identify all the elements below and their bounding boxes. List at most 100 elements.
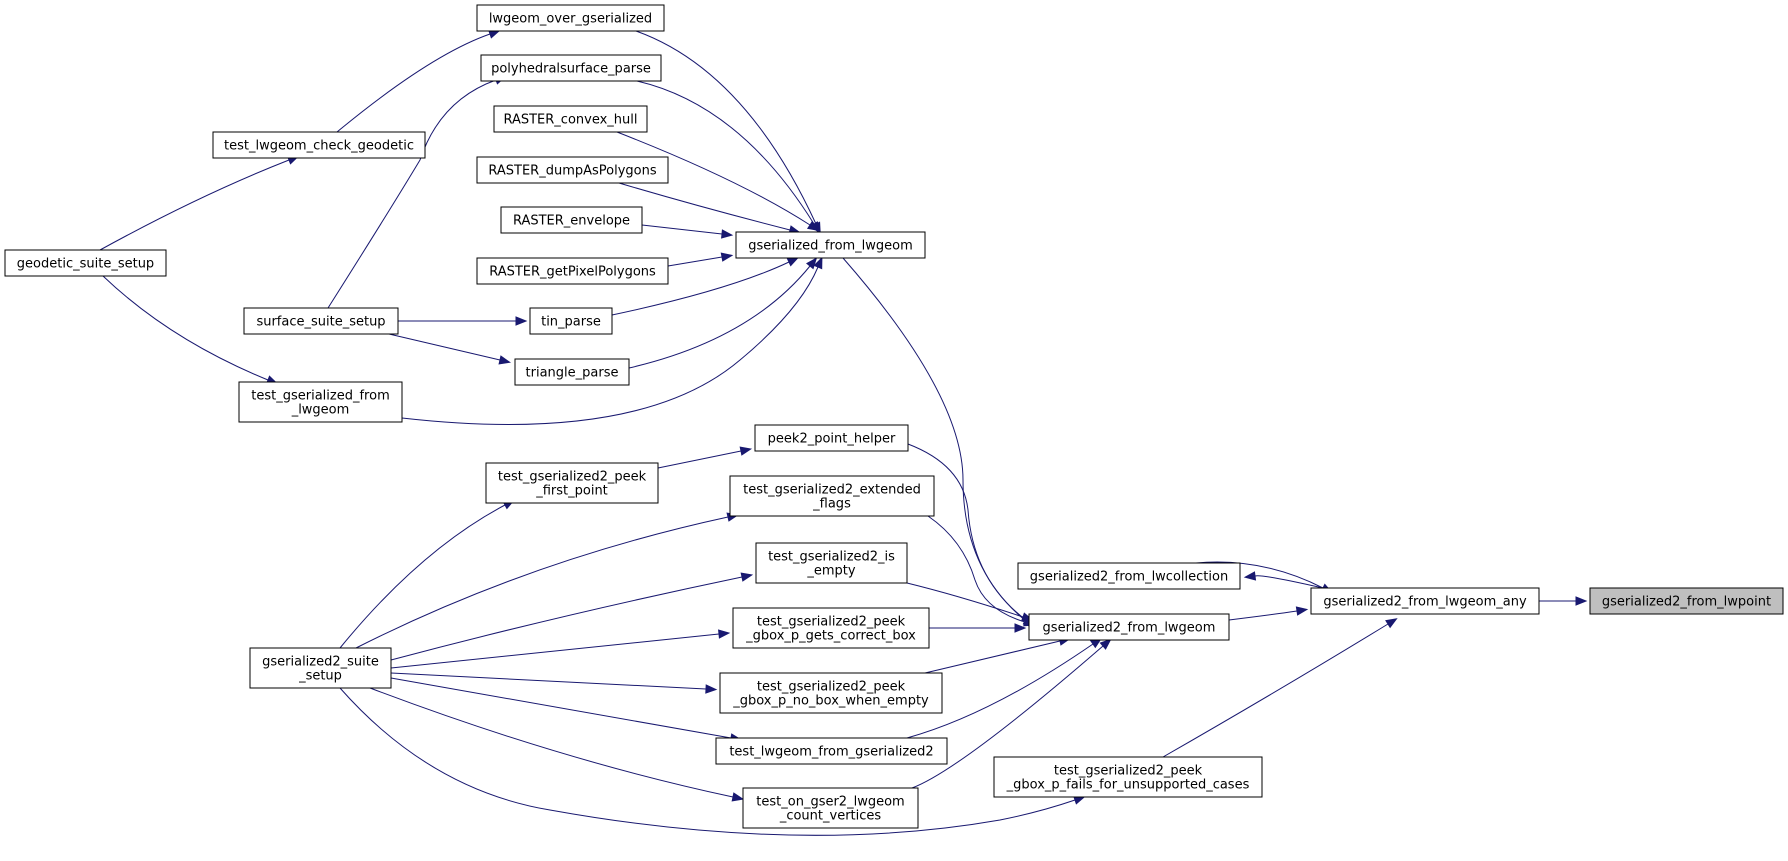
- node-surface[interactable]: surface_suite_setup: [243, 307, 399, 335]
- node-ext[interactable]: test_gserialized2_extended_flags: [729, 475, 935, 517]
- edge-pix-to-gfrom: [667, 252, 734, 267]
- node-label: peek2_point_helper: [768, 432, 896, 447]
- edge-line: [369, 687, 734, 798]
- node-box: [742, 787, 919, 829]
- edge-line: [635, 30, 817, 225]
- edge-line: [924, 640, 1061, 674]
- arrowhead: [1295, 606, 1309, 616]
- edge-line: [401, 266, 819, 425]
- node-correct[interactable]: test_gserialized2_peek_gbox_p_gets_corre…: [732, 607, 930, 649]
- node-label: test_lwgeom_from_gserialized2: [729, 745, 933, 760]
- graph-nodes: gserialized2_from_lwpoint gserialized2_fr…: [4, 4, 1784, 829]
- arrowhead: [806, 220, 820, 232]
- node-any[interactable]: gserialized2_from_lwgeom_any: [1310, 587, 1540, 615]
- node-lwfromg[interactable]: test_lwgeom_from_gserialized2: [715, 737, 948, 765]
- edge-check-to-over: [336, 29, 501, 133]
- edge-g2suite-to-firstpt: [339, 499, 515, 649]
- node-env[interactable]: RASTER_envelope: [500, 206, 643, 234]
- node-geodetic[interactable]: geodetic_suite_setup: [4, 249, 167, 277]
- edge-line: [641, 224, 723, 235]
- node-box: [1589, 587, 1784, 615]
- arrowhead: [720, 252, 734, 262]
- node-label: test_gserialized2_is: [768, 550, 895, 565]
- edge-nobox-to-g2from: [924, 636, 1072, 674]
- node-box: [1028, 613, 1230, 641]
- node-label: test_gserialized2_peek: [1054, 764, 1203, 779]
- node-poly[interactable]: polyhedralsurface_parse: [480, 54, 662, 82]
- arrowhead: [740, 572, 754, 582]
- edge-line: [906, 582, 1024, 618]
- edge-line: [636, 80, 815, 225]
- node-box: [476, 4, 665, 32]
- node-label: _count_vertices: [779, 809, 882, 824]
- edge-g2from-to-any: [1228, 606, 1309, 621]
- node-box: [480, 54, 662, 82]
- node-box: [735, 231, 926, 259]
- node-lwpoint[interactable]: gserialized2_from_lwpoint: [1589, 587, 1784, 615]
- node-gfrom[interactable]: gserialized_from_lwgeom: [735, 231, 926, 259]
- node-tri[interactable]: triangle_parse: [514, 358, 630, 386]
- node-box: [719, 672, 943, 714]
- node-peek2[interactable]: peek2_point_helper: [754, 424, 909, 452]
- node-dump[interactable]: RASTER_dumpAsPolygons: [476, 156, 669, 184]
- arrowhead: [786, 257, 800, 267]
- node-label: gserialized2_suite: [262, 655, 379, 670]
- arrowhead: [515, 316, 528, 326]
- edge-surface-to-tin: [398, 316, 528, 326]
- edge-line: [102, 275, 269, 381]
- node-over[interactable]: lwgeom_over_gserialized: [476, 4, 665, 32]
- edge-line: [388, 333, 501, 361]
- node-box: [476, 257, 669, 285]
- node-label: _first_point: [535, 484, 608, 499]
- node-label: gserialized2_from_lwcollection: [1030, 570, 1228, 585]
- node-label: _gbox_p_gets_correct_box: [745, 629, 916, 644]
- node-isempty[interactable]: test_gserialized2_is_empty: [755, 542, 908, 584]
- edge-line: [390, 633, 720, 669]
- node-check[interactable]: test_lwgeom_check_geodetic: [212, 131, 426, 159]
- edge-line: [657, 450, 742, 469]
- edge-line: [339, 504, 506, 649]
- arrowhead: [718, 629, 731, 639]
- graph-edges: [99, 29, 1588, 836]
- node-label: RASTER_getPixelPolygons: [489, 265, 656, 280]
- arrowhead: [813, 256, 823, 270]
- node-tin[interactable]: tin_parse: [529, 307, 613, 335]
- edge-tri-to-gfrom: [628, 257, 818, 369]
- edge-line: [390, 576, 743, 661]
- arrowhead: [1385, 618, 1398, 629]
- edge-line: [1195, 561, 1324, 589]
- node-box: [493, 105, 648, 133]
- node-hull[interactable]: RASTER_convex_hull: [493, 105, 648, 133]
- node-label: gserialized2_from_lwgeom_any: [1323, 595, 1527, 610]
- edge-line: [327, 79, 497, 309]
- node-box: [729, 475, 935, 517]
- edge-line: [611, 261, 790, 316]
- edge-g2suite-to-nobox: [390, 672, 718, 694]
- edge-g2suite-to-ext: [355, 512, 740, 649]
- node-label: _setup: [298, 669, 342, 684]
- node-label: test_gserialized2_peek: [498, 470, 647, 485]
- node-box: [238, 381, 403, 423]
- node-lwcoll[interactable]: gserialized2_from_lwcollection: [1017, 562, 1241, 590]
- edge-any-to-lwpoint: [1539, 596, 1588, 606]
- node-g2from[interactable]: gserialized2_from_lwgeom: [1028, 613, 1230, 641]
- edge-line: [336, 33, 491, 133]
- arrowhead: [1014, 623, 1027, 633]
- edge-dump-to-gfrom: [618, 182, 801, 235]
- node-label: _lwgeom: [291, 403, 350, 418]
- node-nobox[interactable]: test_gserialized2_peek_gbox_p_no_box_whe…: [719, 672, 943, 714]
- edge-line: [616, 131, 811, 226]
- node-g2suite[interactable]: gserialized2_suite_setup: [249, 647, 392, 689]
- edge-geodetic-to-check: [99, 155, 300, 251]
- node-firstpt[interactable]: test_gserialized2_peek_first_point: [485, 462, 659, 504]
- node-pix[interactable]: RASTER_getPixelPolygons: [476, 257, 669, 285]
- node-count[interactable]: test_on_gser2_lwgeom_count_vertices: [742, 787, 919, 829]
- edge-env-to-gfrom: [641, 224, 734, 239]
- node-label: gserialized2_from_lwgeom: [1043, 621, 1216, 636]
- node-fails[interactable]: test_gserialized2_peek_gbox_p_fails_for_…: [993, 756, 1263, 798]
- edge-g2suite-to-lwfromg: [390, 677, 743, 743]
- node-box: [732, 607, 930, 649]
- node-tgfrom[interactable]: test_gserialized_from_lwgeom: [238, 381, 403, 423]
- node-box: [1017, 562, 1241, 590]
